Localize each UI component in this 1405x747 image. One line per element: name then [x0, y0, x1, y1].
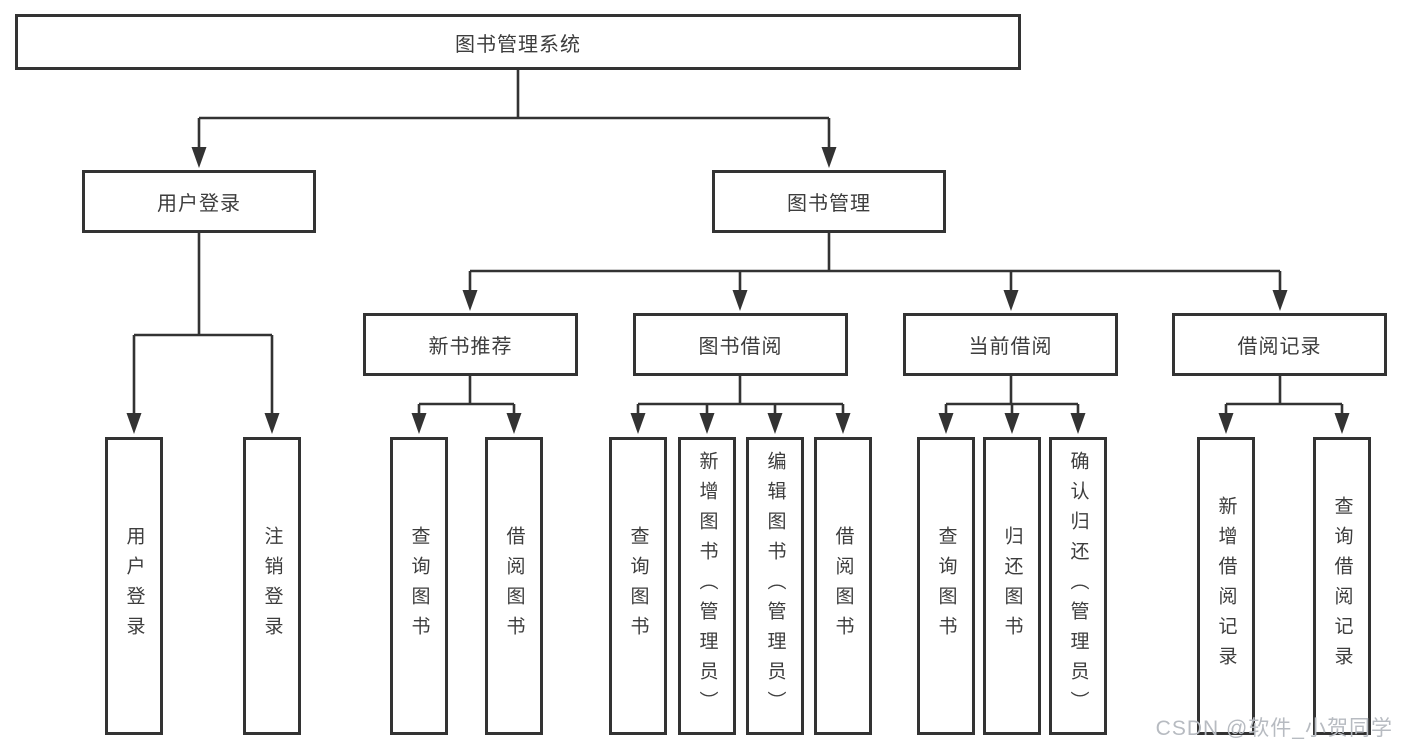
leaf-current-confirm-return-admin: 确认归还（管理员）	[1049, 437, 1107, 735]
leaf-newrec-query-books: 查询图书	[390, 437, 448, 735]
leaf-logout: 注销登录	[243, 437, 301, 735]
node-user-login: 用户登录	[82, 170, 316, 233]
watermark: CSDN @软件_小贺同学	[1155, 717, 1393, 740]
leaf-borrow-query-books: 查询图书	[609, 437, 667, 735]
node-current-borrow: 当前借阅	[903, 313, 1118, 376]
node-root: 图书管理系统	[15, 14, 1021, 70]
node-new-book-recommend: 新书推荐	[363, 313, 578, 376]
leaf-newrec-borrow-books: 借阅图书	[485, 437, 543, 735]
leaf-records-add-record: 新增借阅记录	[1197, 437, 1255, 735]
leaf-borrow-borrow-books: 借阅图书	[814, 437, 872, 735]
node-borrow-records: 借阅记录	[1172, 313, 1387, 376]
leaf-borrow-add-books-admin: 新增图书（管理员）	[678, 437, 736, 735]
leaf-records-query-record: 查询借阅记录	[1313, 437, 1371, 735]
leaf-current-return-books: 归还图书	[983, 437, 1041, 735]
leaf-borrow-edit-books-admin: 编辑图书（管理员）	[746, 437, 804, 735]
node-book-borrow: 图书借阅	[633, 313, 848, 376]
leaf-user-login: 用户登录	[105, 437, 163, 735]
leaf-current-query-books: 查询图书	[917, 437, 975, 735]
node-book-management: 图书管理	[712, 170, 946, 233]
